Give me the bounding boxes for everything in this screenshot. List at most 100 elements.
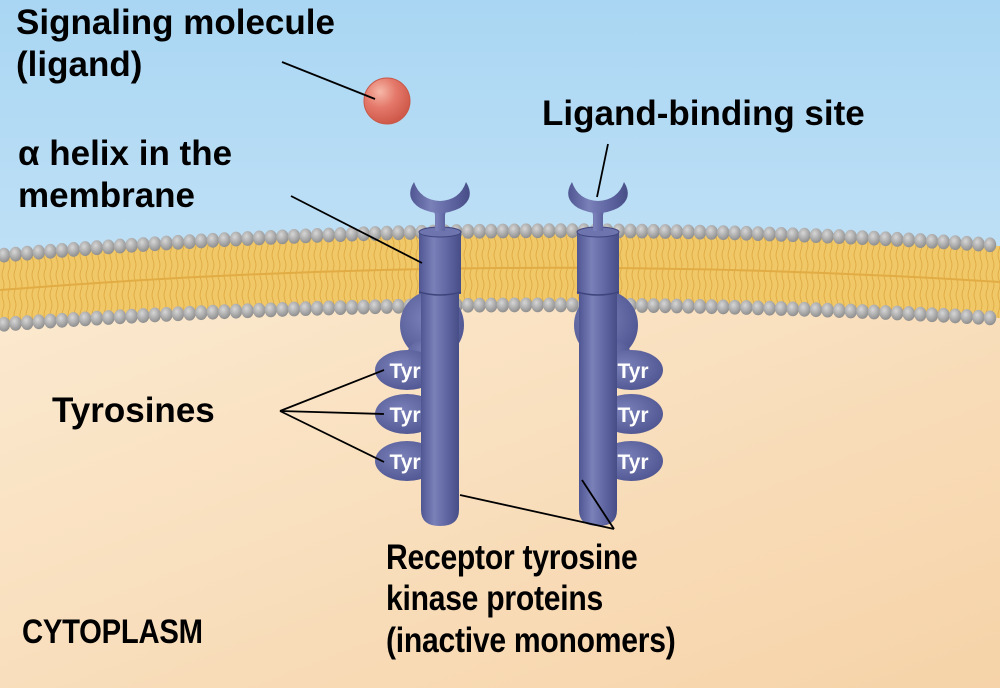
phospholipid-head (264, 302, 277, 318)
phospholipid-head (9, 315, 22, 331)
phospholipid-head (322, 300, 335, 316)
phospholipid-head (299, 228, 312, 244)
phospholipid-head (485, 297, 498, 313)
phospholipid-head (798, 301, 811, 317)
phospholipid-head (543, 223, 556, 239)
phospholipid-head (9, 246, 22, 262)
phospholipid-head (925, 307, 939, 323)
phospholipid-head (775, 301, 788, 316)
phospholipid-head (682, 224, 695, 240)
label-receptor-line3: (inactive monomers) (386, 620, 676, 660)
leader-binding-site (596, 143, 609, 198)
phospholipid-head (891, 231, 904, 247)
phospholipid-head (461, 223, 475, 239)
phospholipid-head (473, 223, 486, 239)
phospholipid-head (496, 297, 509, 313)
phospholipid-head (647, 298, 660, 314)
label-receptor-proteins: Receptor tyrosine kinase proteins (inact… (386, 537, 676, 661)
phospholipid-head (972, 236, 985, 252)
phospholipid-head (241, 303, 254, 319)
phospholipid-head (79, 311, 92, 327)
ligand-molecule[interactable] (363, 77, 411, 125)
phospholipid-head (740, 225, 753, 241)
tyrosine-label: Tyr (617, 451, 648, 474)
phospholipid-head (554, 223, 567, 239)
phospholipid-head (55, 242, 69, 258)
receptor-stem (586, 206, 610, 231)
phospholipid-head (171, 306, 185, 322)
phospholipid-head (0, 316, 11, 332)
phospholipid-head (311, 228, 324, 243)
phospholipid-head (821, 302, 834, 318)
phospholipid-head (160, 235, 173, 251)
phospholipid-head (740, 300, 753, 315)
leader-receptor-right (581, 479, 615, 530)
phospholipid-head (751, 226, 765, 242)
phospholipid-head (809, 228, 823, 244)
phospholipid-head (21, 315, 34, 330)
phospholipid-head (751, 300, 765, 316)
phospholipid-head (496, 223, 509, 239)
receptor-stem (428, 206, 452, 231)
phospholipid-head (566, 297, 579, 313)
phospholipid-head (659, 224, 672, 239)
membrane-tails (0, 231, 1000, 324)
phospholipid-head (693, 299, 707, 314)
phospholipid-head (345, 299, 359, 315)
phospholipid-head (856, 230, 869, 246)
phospholipid-head (728, 299, 741, 315)
phospholipid-head (728, 225, 741, 241)
phospholipid-head (786, 301, 799, 317)
phospholipid-head (137, 308, 150, 323)
helix-seam (576, 291, 620, 296)
phospholipid-head (195, 305, 208, 321)
phospholipid-head (763, 300, 776, 316)
phospholipid-head (299, 301, 312, 317)
phospholipid-head (90, 310, 104, 326)
phospholipid-head (543, 297, 556, 313)
label-signaling-line2: (ligand) (16, 45, 143, 84)
cytoplasm-region (0, 301, 1000, 688)
label-receptor-line2: kinase proteins (386, 579, 603, 619)
phospholipid-head (392, 298, 405, 314)
phospholipid-head (160, 306, 173, 322)
phospholipid-head (763, 226, 776, 242)
phospholipid-head (960, 309, 973, 324)
phospholipid-head (717, 299, 730, 315)
phospholipid-head (647, 223, 660, 239)
label-ligand-binding-site: Ligand-binding site (542, 94, 865, 133)
phospholipid-head (206, 304, 219, 320)
phospholipid-head (183, 305, 196, 321)
leader-tyr-2 (279, 410, 385, 415)
tyrosine-label: Tyr (389, 451, 420, 474)
phospholipid-head (624, 223, 637, 239)
phospholipid-head (21, 245, 34, 261)
cytoplasmic-tail (579, 292, 617, 526)
phospholipid-head (659, 298, 672, 314)
leader-receptor-left (459, 494, 615, 530)
ligand-binding-cup[interactable] (568, 182, 628, 213)
phospholipid-head (833, 303, 846, 318)
leader-tyr-3 (279, 410, 385, 463)
phospholipid-head (32, 314, 45, 330)
phospholipid-head (705, 224, 718, 240)
phospholipid-head (137, 237, 150, 252)
phospholipid-head (125, 308, 138, 324)
phospholipid-head (844, 229, 857, 245)
phospholipid-head (949, 308, 962, 324)
phospholipid-head (67, 242, 80, 257)
phospholipid-head (983, 310, 997, 326)
phospholipid-head (229, 303, 243, 319)
phospholipid-head (809, 302, 823, 318)
phospholipid-head (972, 309, 985, 325)
ligand-binding-cup[interactable] (410, 182, 470, 213)
phospholipid-head (566, 223, 579, 239)
phospholipid-head (508, 223, 521, 239)
phospholipid-head (334, 227, 347, 242)
phospholipid-head (148, 307, 161, 323)
phospholipid-head (195, 233, 208, 249)
